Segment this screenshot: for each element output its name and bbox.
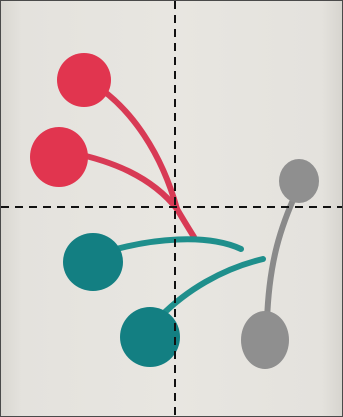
teal-circle-upper — [63, 233, 123, 291]
gray-circle-top — [279, 159, 319, 203]
red-circle-mid — [30, 127, 88, 187]
teal-circle-lower — [120, 307, 180, 367]
gray-circle-bottom — [241, 311, 289, 369]
red-circle-top — [57, 53, 111, 107]
